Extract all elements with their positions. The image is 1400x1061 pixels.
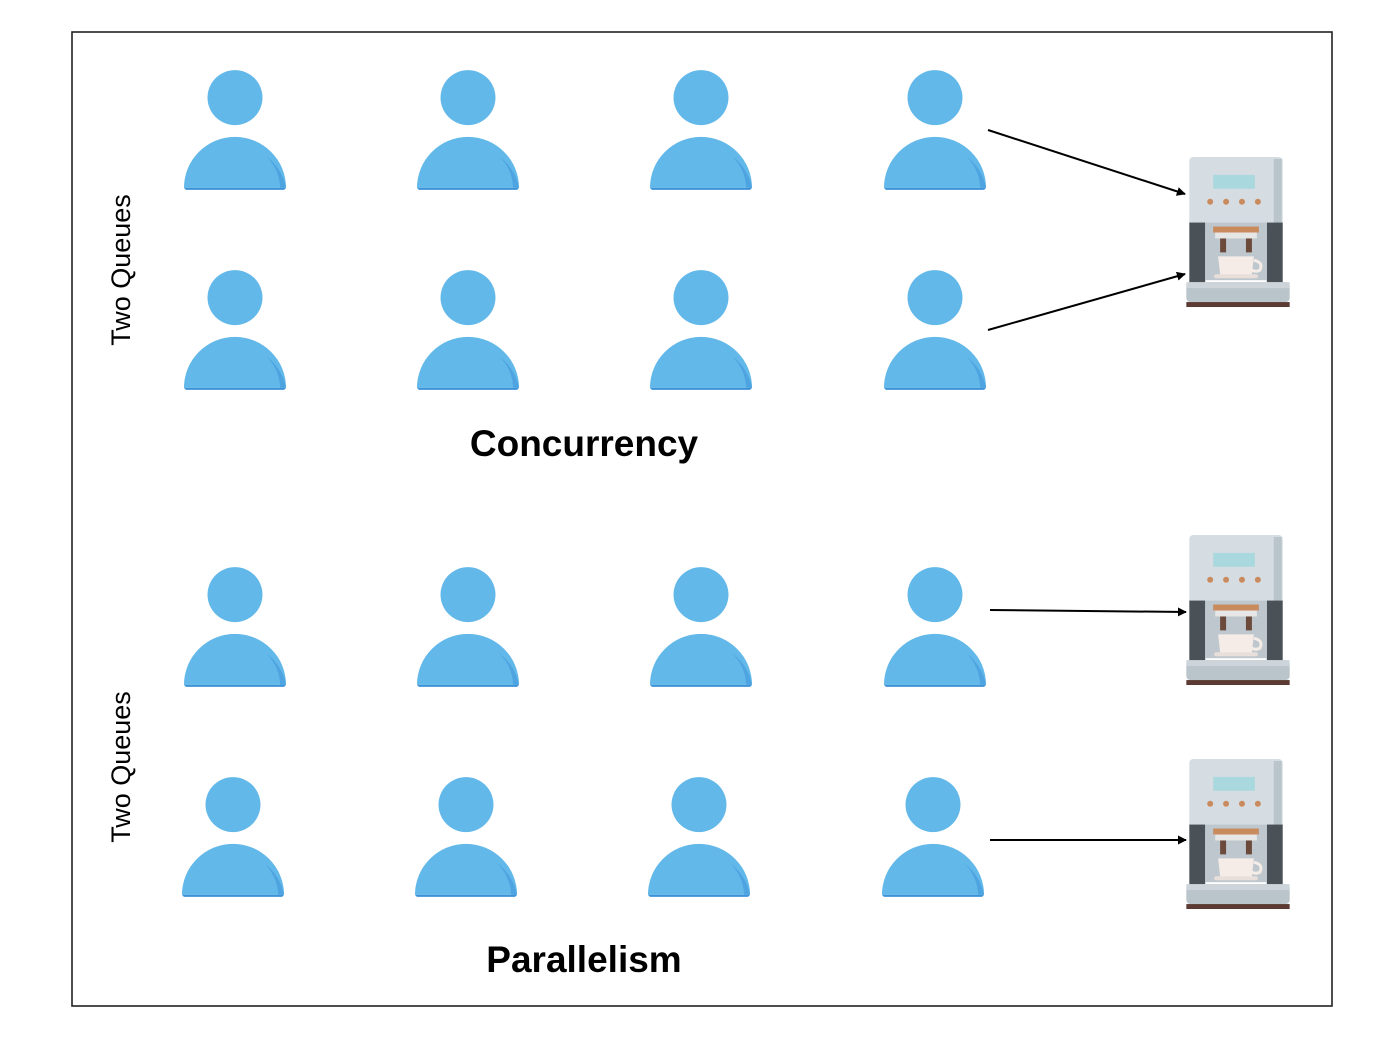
concurrency-title: Concurrency bbox=[470, 423, 699, 464]
concurrency-side-label: Two Queues bbox=[106, 194, 136, 346]
parallelism-side-label: Two Queues bbox=[106, 691, 136, 843]
person-icon bbox=[416, 70, 520, 190]
coffee-machine-icon bbox=[1186, 157, 1290, 309]
person-icon bbox=[649, 567, 753, 687]
coffee-machine-icon bbox=[1186, 535, 1290, 687]
coffee-machine-icon bbox=[1186, 759, 1290, 911]
person-icon bbox=[883, 270, 987, 390]
person-icon bbox=[416, 270, 520, 390]
person-icon bbox=[416, 567, 520, 687]
diagram-frame bbox=[71, 31, 1333, 1007]
parallelism-queue-1 bbox=[183, 567, 987, 687]
person-icon bbox=[649, 70, 753, 190]
parallelism-arrow-queue-1 bbox=[989, 607, 1187, 617]
person-icon bbox=[649, 270, 753, 390]
person-icon bbox=[881, 777, 985, 897]
person-icon bbox=[647, 777, 751, 897]
parallelism-section: Two Queues Parallelism bbox=[106, 535, 1290, 980]
concurrency-arrow-queue-2 bbox=[987, 271, 1186, 331]
person-icon bbox=[183, 567, 287, 687]
person-icon bbox=[883, 70, 987, 190]
person-icon bbox=[181, 777, 285, 897]
concurrency-queue-2 bbox=[183, 270, 987, 390]
person-icon bbox=[883, 567, 987, 687]
concurrency-section: Two Queues Concurrency bbox=[106, 70, 1290, 464]
concurrency-queue-1 bbox=[183, 70, 987, 190]
person-icon bbox=[183, 70, 287, 190]
parallelism-queue-2 bbox=[181, 777, 985, 897]
concurrency-arrow-queue-1 bbox=[987, 129, 1186, 196]
person-icon bbox=[183, 270, 287, 390]
parallelism-title: Parallelism bbox=[486, 939, 681, 980]
person-icon bbox=[414, 777, 518, 897]
